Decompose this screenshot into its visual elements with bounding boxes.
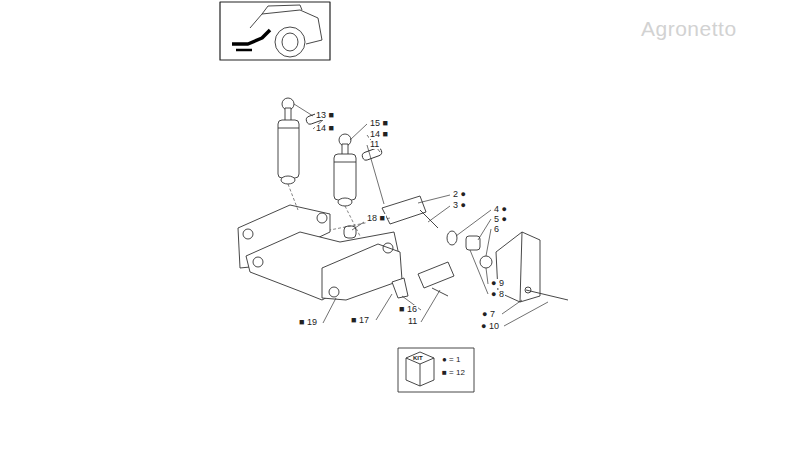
watermark: Agronetto (640, 18, 738, 39)
callout-number: ■ 16 (398, 305, 418, 314)
callout-number: 14 ■ (369, 130, 389, 139)
callout-number: ● 8 (490, 290, 505, 299)
legend-entry: ■ = 12 (442, 369, 465, 377)
callout-number: ■ 19 (298, 318, 318, 327)
callout-number: 2 ● (452, 190, 467, 199)
callout-number: 3 ● (452, 201, 467, 210)
callout-number: 15 ■ (369, 119, 389, 128)
callout-number: 6 (493, 225, 500, 234)
callout-number: 11 (369, 140, 380, 149)
callout-number: 14 ■ (315, 124, 335, 133)
callout-number: 13 ■ (315, 111, 335, 120)
kit-icon-text: KIT (412, 355, 424, 361)
callout-number: 5 ● (493, 215, 508, 224)
callout-number: ● 9 (490, 279, 505, 288)
callout-number: 11 (407, 317, 418, 326)
callout-number: 4 ● (493, 205, 508, 214)
callout-number: ● 10 (480, 322, 500, 331)
callout-number: 18 ■ (366, 214, 386, 223)
callout-number: ■ 17 (350, 316, 370, 325)
legend-entry: ● = 1 (442, 356, 460, 364)
callout-number: ● 7 (481, 310, 496, 319)
